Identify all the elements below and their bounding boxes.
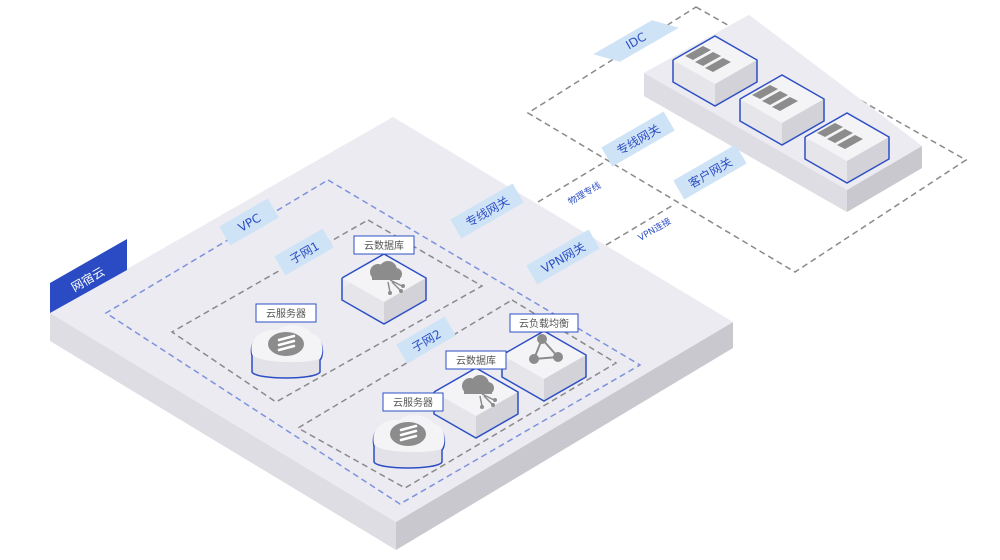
idc-label-tag: IDC — [593, 20, 679, 62]
idc-server-3[interactable] — [804, 112, 890, 184]
subnet-2-cloud-database[interactable]: 云数据库 — [433, 350, 519, 439]
idc-server-2[interactable] — [739, 74, 825, 146]
platform-right-side — [396, 322, 733, 550]
idc-dedicated-gateway-tag[interactable]: 专线网关 — [601, 111, 675, 167]
cloud-database-icon — [462, 375, 497, 409]
load-balancer-label: 云负载均衡 — [519, 317, 569, 330]
subnet-2-cloud-server[interactable]: 云服务器 — [372, 392, 446, 469]
cloud-platform: 网宿云 VPC 子网1 子网2 专线网关 VPN网关 — [50, 117, 733, 550]
vpc-boundary — [104, 179, 642, 505]
vpn-connection-label: VPN连接 — [636, 215, 673, 244]
subnet-2-load-balancer[interactable]: 云负载均衡 — [501, 313, 587, 402]
subnet-2-database-label: 云数据库 — [456, 354, 496, 367]
vpn-connection-connector — [605, 203, 676, 246]
subnet-1-server-label: 云服务器 — [266, 307, 306, 320]
load-balancer-icon — [529, 334, 563, 364]
cloud-server-icon — [390, 422, 426, 446]
physical-line-label: 物理专线 — [566, 179, 603, 207]
physical-line-connector — [537, 162, 604, 203]
idc-zone: IDC 专线网关 客户网关 — [526, 6, 968, 273]
idc-server-1[interactable] — [672, 35, 758, 107]
platform-left-side — [50, 313, 396, 550]
subnet-2-server-label: 云服务器 — [393, 396, 433, 409]
idc-boundary — [526, 6, 968, 273]
subnet-2-boundary — [296, 299, 618, 489]
cloud-database-icon — [370, 261, 405, 295]
subnet-1-cloud-database[interactable]: 云数据库 — [341, 235, 427, 325]
customer-gateway-tag[interactable]: 客户网关 — [673, 144, 747, 200]
subnet-1-database-label: 云数据库 — [364, 239, 404, 252]
cloud-server-icon — [268, 332, 304, 356]
subnet-1-cloud-server[interactable]: 云服务器 — [250, 303, 324, 379]
